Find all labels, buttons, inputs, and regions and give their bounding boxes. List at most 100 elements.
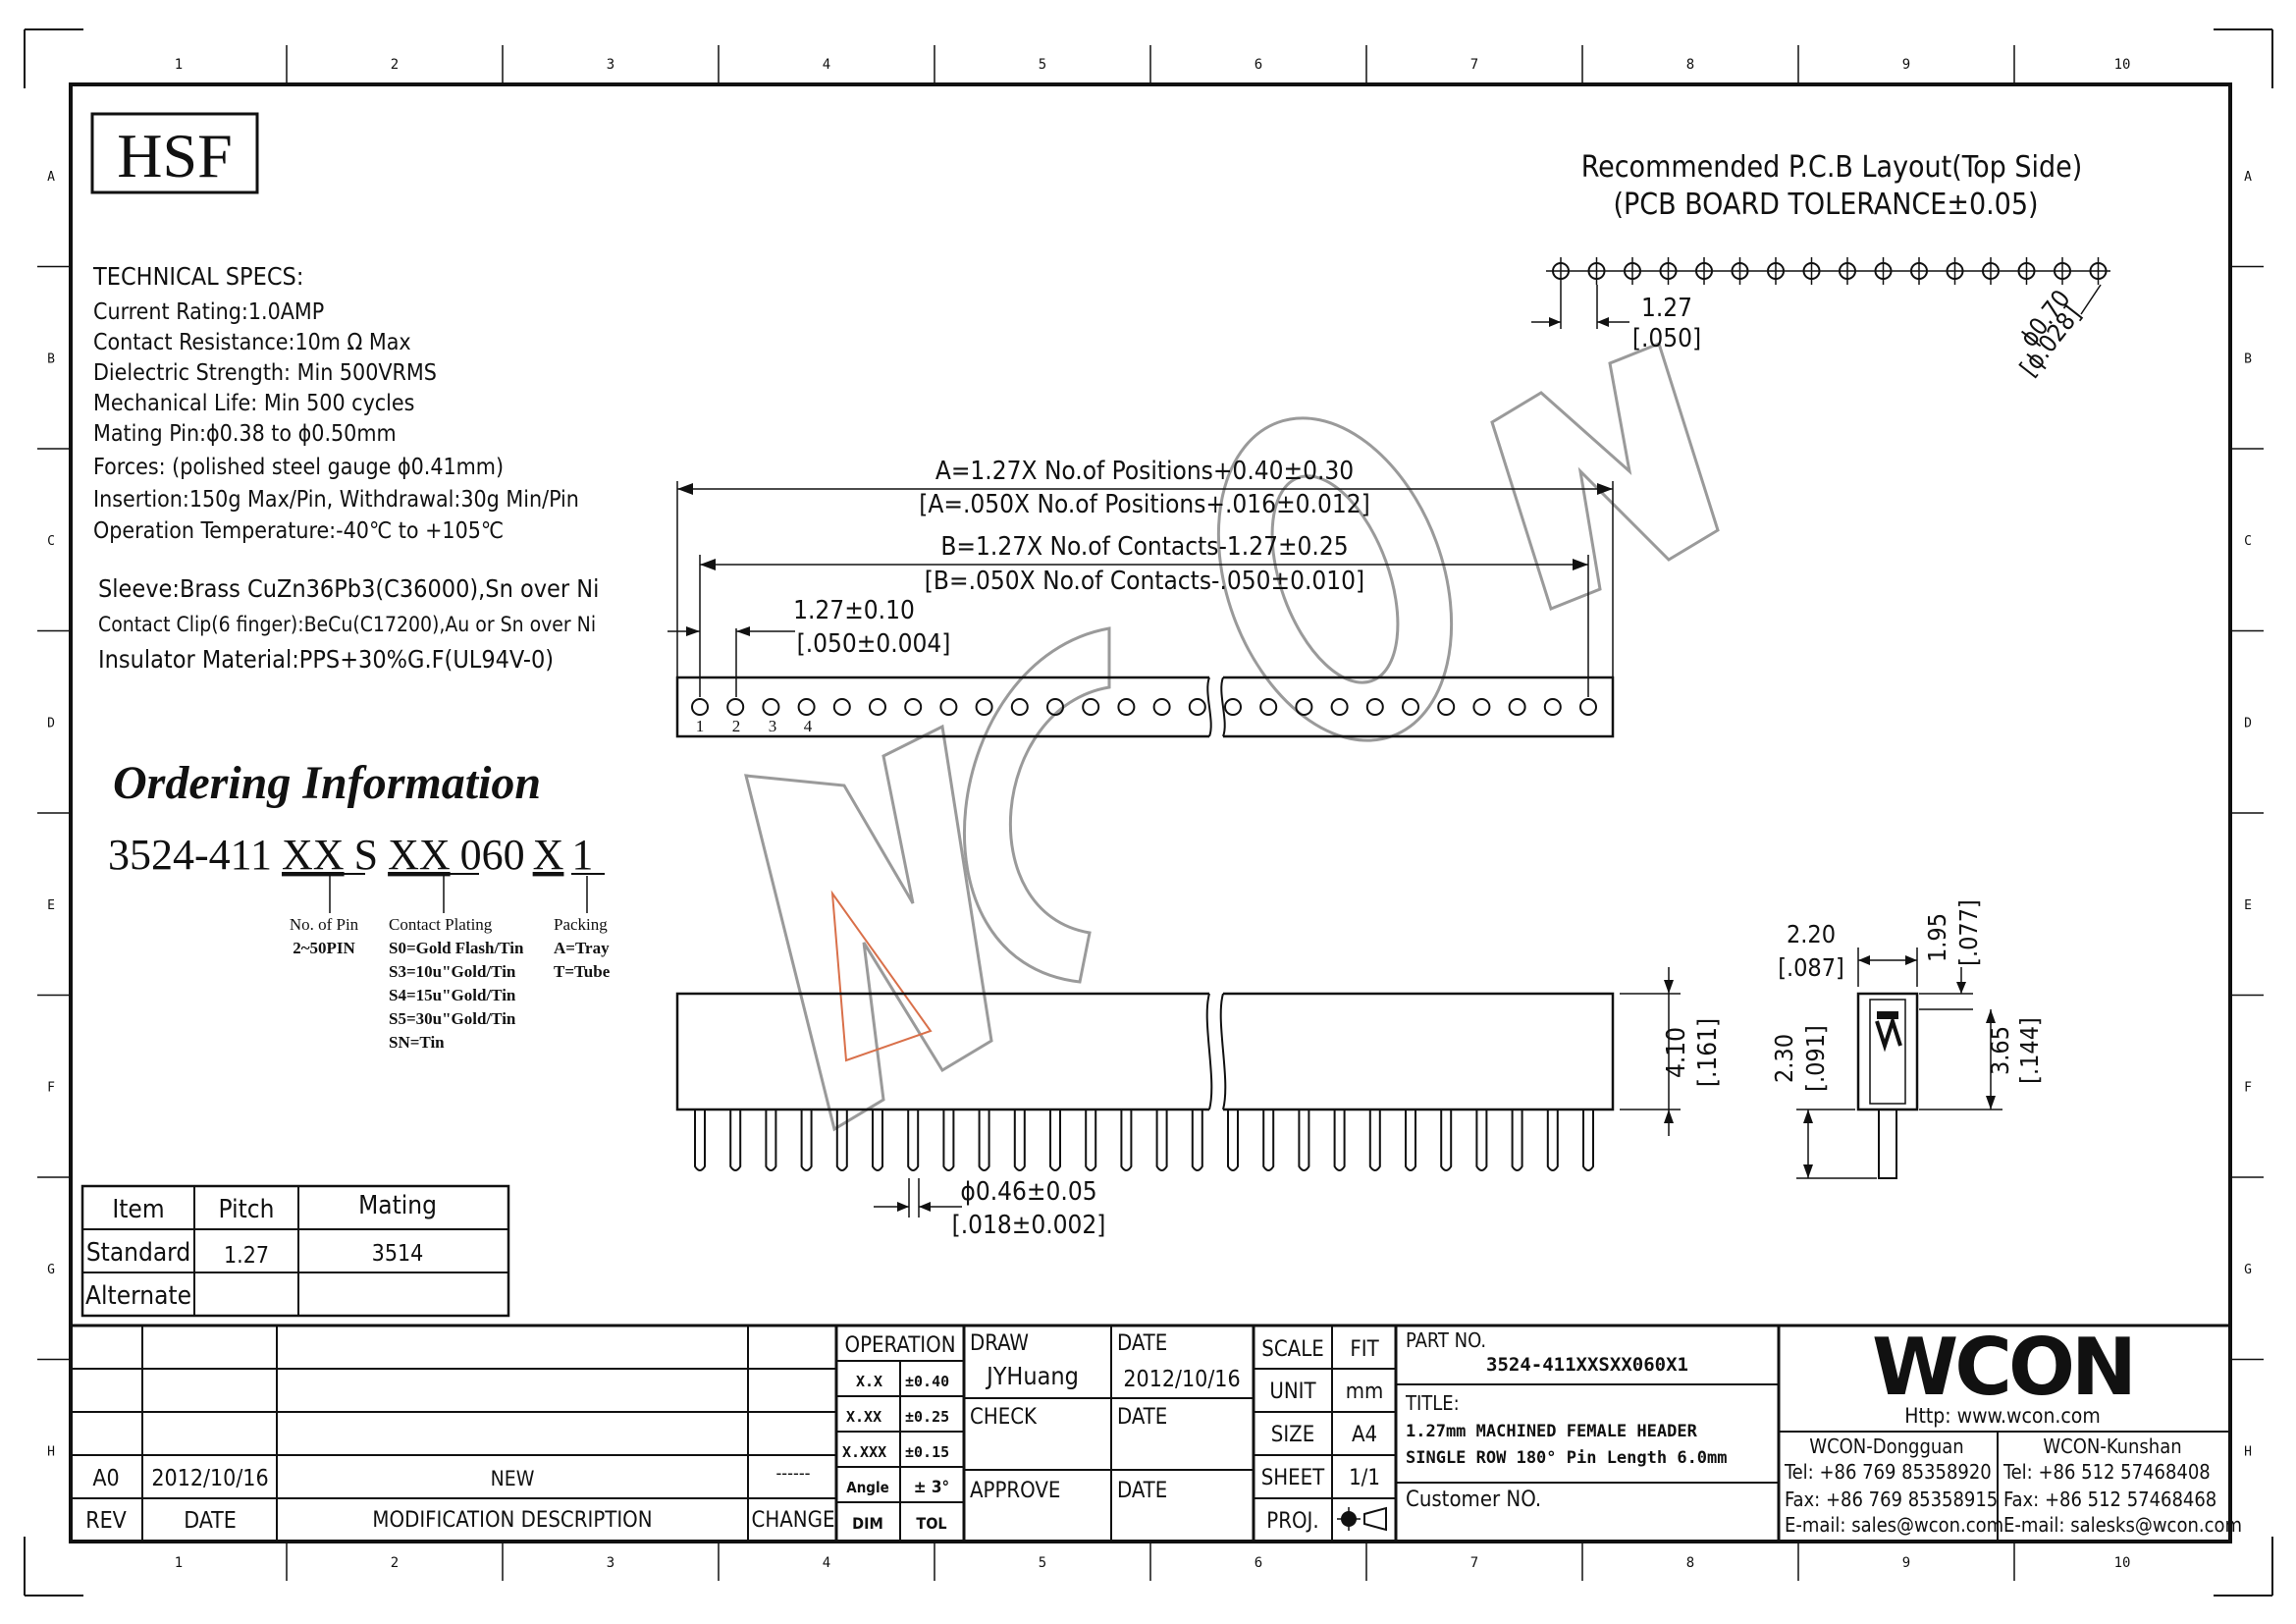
- column-label: 3: [607, 57, 614, 73]
- contact-hole: [975, 698, 993, 716]
- unit-value: mm: [1346, 1380, 1384, 1404]
- part-title-line: SINGLE ROW 180° Pin Length 6.0mm: [1406, 1448, 1728, 1468]
- row-label: E: [47, 898, 55, 913]
- tolerance-dim: X.XX: [846, 1408, 881, 1426]
- front-view: 4.10 [.161] ϕ0.46±0.05 [.018±0.002]: [675, 967, 1723, 1240]
- mating-cell: Standard: [86, 1238, 190, 1268]
- dim-side-tail: 2.30: [1770, 1034, 1798, 1083]
- tolerance-value: ±0.25: [905, 1408, 949, 1426]
- tolerance-value: ±0.15: [905, 1443, 949, 1461]
- draw-label: DRAW: [970, 1331, 1029, 1356]
- row-label: B: [47, 352, 55, 366]
- approve-label: APPROVE: [970, 1479, 1060, 1503]
- mating-table: Item Pitch Mating Standard 1.27 3514 Alt…: [80, 1184, 510, 1318]
- contact-pin: [1511, 1110, 1523, 1171]
- kunshan-email: E-mail: salesks@wcon.com: [2003, 1513, 2242, 1537]
- tolerance-footer: DIM: [852, 1514, 883, 1533]
- column-label: 3: [607, 1555, 614, 1571]
- contact-hole: [1010, 698, 1029, 716]
- pcb-pitch: 1.27: [1641, 294, 1692, 323]
- contact-hole: [762, 698, 780, 716]
- date-label: DATE: [1117, 1405, 1167, 1430]
- row-label: H: [47, 1444, 55, 1459]
- pcb-hole-row: [1552, 257, 2108, 285]
- dim-pitch: 1.27±0.10: [793, 596, 915, 625]
- technical-specs: TECHNICAL SPECS: Current Rating:1.0AMP C…: [92, 262, 599, 674]
- contact-hole: [1543, 698, 1562, 716]
- contact-hole: [1472, 698, 1491, 716]
- note-pin: 2~50PIN: [293, 939, 355, 957]
- contact-hole: [1402, 698, 1419, 716]
- material-line: Insulator Material:PPS+30%G.F(UL94V-0): [98, 645, 554, 674]
- material-line: Contact Clip(6 finger):BeCu(C17200),Au o…: [98, 613, 596, 636]
- mating-header-item: Item: [112, 1195, 164, 1224]
- contact-hole: [869, 698, 886, 716]
- row-label: G: [47, 1263, 55, 1277]
- rev-change: ------: [775, 1463, 810, 1484]
- dim-side-top: 1.95: [1923, 913, 1951, 962]
- dim-pin-dia: ϕ0.46±0.05: [960, 1177, 1096, 1207]
- row-label: B: [2244, 352, 2252, 366]
- note-plating: S0=Gold Flash/Tin: [389, 939, 524, 957]
- dim-side-w-in: [.087]: [1778, 953, 1844, 982]
- column-label: 9: [1902, 1555, 1910, 1571]
- kunshan-fax: Fax: +86 512 57468468: [2003, 1488, 2216, 1511]
- unit-label: UNIT: [1269, 1380, 1316, 1404]
- mating-cell: Alternate: [85, 1281, 191, 1311]
- dim-pin-dia-in: [.018±0.002]: [952, 1211, 1106, 1240]
- draw-name: JYHuang: [985, 1362, 1079, 1390]
- row-label: H: [2244, 1444, 2252, 1459]
- contact-hole: [939, 698, 958, 716]
- title-label: TITLE:: [1405, 1391, 1460, 1415]
- contact-hole: [1437, 698, 1456, 716]
- column-label: 2: [391, 57, 399, 73]
- contact-pin: [1120, 1110, 1133, 1171]
- contact-pin: [1440, 1110, 1453, 1171]
- proj-label: PROJ.: [1266, 1509, 1318, 1534]
- size-value: A4: [1352, 1423, 1377, 1447]
- contact-pin: [1227, 1110, 1239, 1171]
- column-label: 1: [175, 57, 183, 73]
- contact-hole: [1117, 698, 1136, 716]
- top-view: A=1.27X No.of Positions+0.40±0.30 [A=.05…: [667, 457, 1615, 742]
- column-label: 5: [1039, 57, 1046, 73]
- dim-b-in: [B=.050X No.of Contacts-.050±0.010]: [925, 567, 1364, 596]
- contact-pin: [800, 1110, 813, 1171]
- part-no-label: PART NO.: [1406, 1328, 1486, 1352]
- dongguan-name: WCON-Dongguan: [1809, 1435, 1963, 1458]
- spec-line: Forces: (polished steel gauge ϕ0.41mm): [93, 455, 504, 480]
- row-label: A: [47, 170, 55, 185]
- contact-hole: [1579, 698, 1597, 716]
- kunshan-name: WCON-Kunshan: [2043, 1435, 2181, 1458]
- contact-pin: [835, 1110, 848, 1171]
- company-website: Http: www.wcon.com: [1904, 1404, 2101, 1428]
- row-label: A: [2244, 170, 2252, 185]
- spec-line: Operation Temperature:-40℃ to +105℃: [93, 518, 504, 544]
- pin-number: 4: [804, 717, 813, 735]
- contact-pin: [765, 1110, 777, 1171]
- customer-no-label: Customer NO.: [1406, 1488, 1541, 1512]
- rev-header: MODIFICATION DESCRIPTION: [372, 1508, 652, 1533]
- mating-cell: 1.27: [224, 1243, 269, 1269]
- tolerance-value: ± 3°: [914, 1478, 949, 1497]
- column-label: 10: [2114, 1555, 2131, 1571]
- check-label: CHECK: [970, 1405, 1038, 1430]
- rev-value: A0: [92, 1466, 119, 1491]
- dim-a: A=1.27X No.of Positions+0.40±0.30: [935, 457, 1354, 486]
- column-label: 10: [2114, 57, 2131, 73]
- tolerance-dim: X.X: [856, 1373, 882, 1390]
- dim-b: B=1.27X No.of Contacts-1.27±0.25: [940, 532, 1348, 562]
- contact-pin: [1546, 1110, 1559, 1171]
- contact-pin: [942, 1110, 955, 1171]
- row-label: F: [47, 1080, 55, 1095]
- draw-date: 2012/10/16: [1123, 1367, 1240, 1392]
- dim-side-body: 3.65: [1986, 1026, 2014, 1075]
- date-label: DATE: [1117, 1479, 1167, 1503]
- dongguan-tel: Tel: +86 769 85358920: [1784, 1460, 1992, 1484]
- wcon-brand-logo: WCON: [1872, 1322, 2133, 1413]
- contact-pin: [1582, 1110, 1594, 1171]
- column-label: 7: [1470, 1555, 1478, 1571]
- specs-heading: TECHNICAL SPECS:: [92, 262, 303, 291]
- hsf-logo: HSF: [117, 121, 232, 190]
